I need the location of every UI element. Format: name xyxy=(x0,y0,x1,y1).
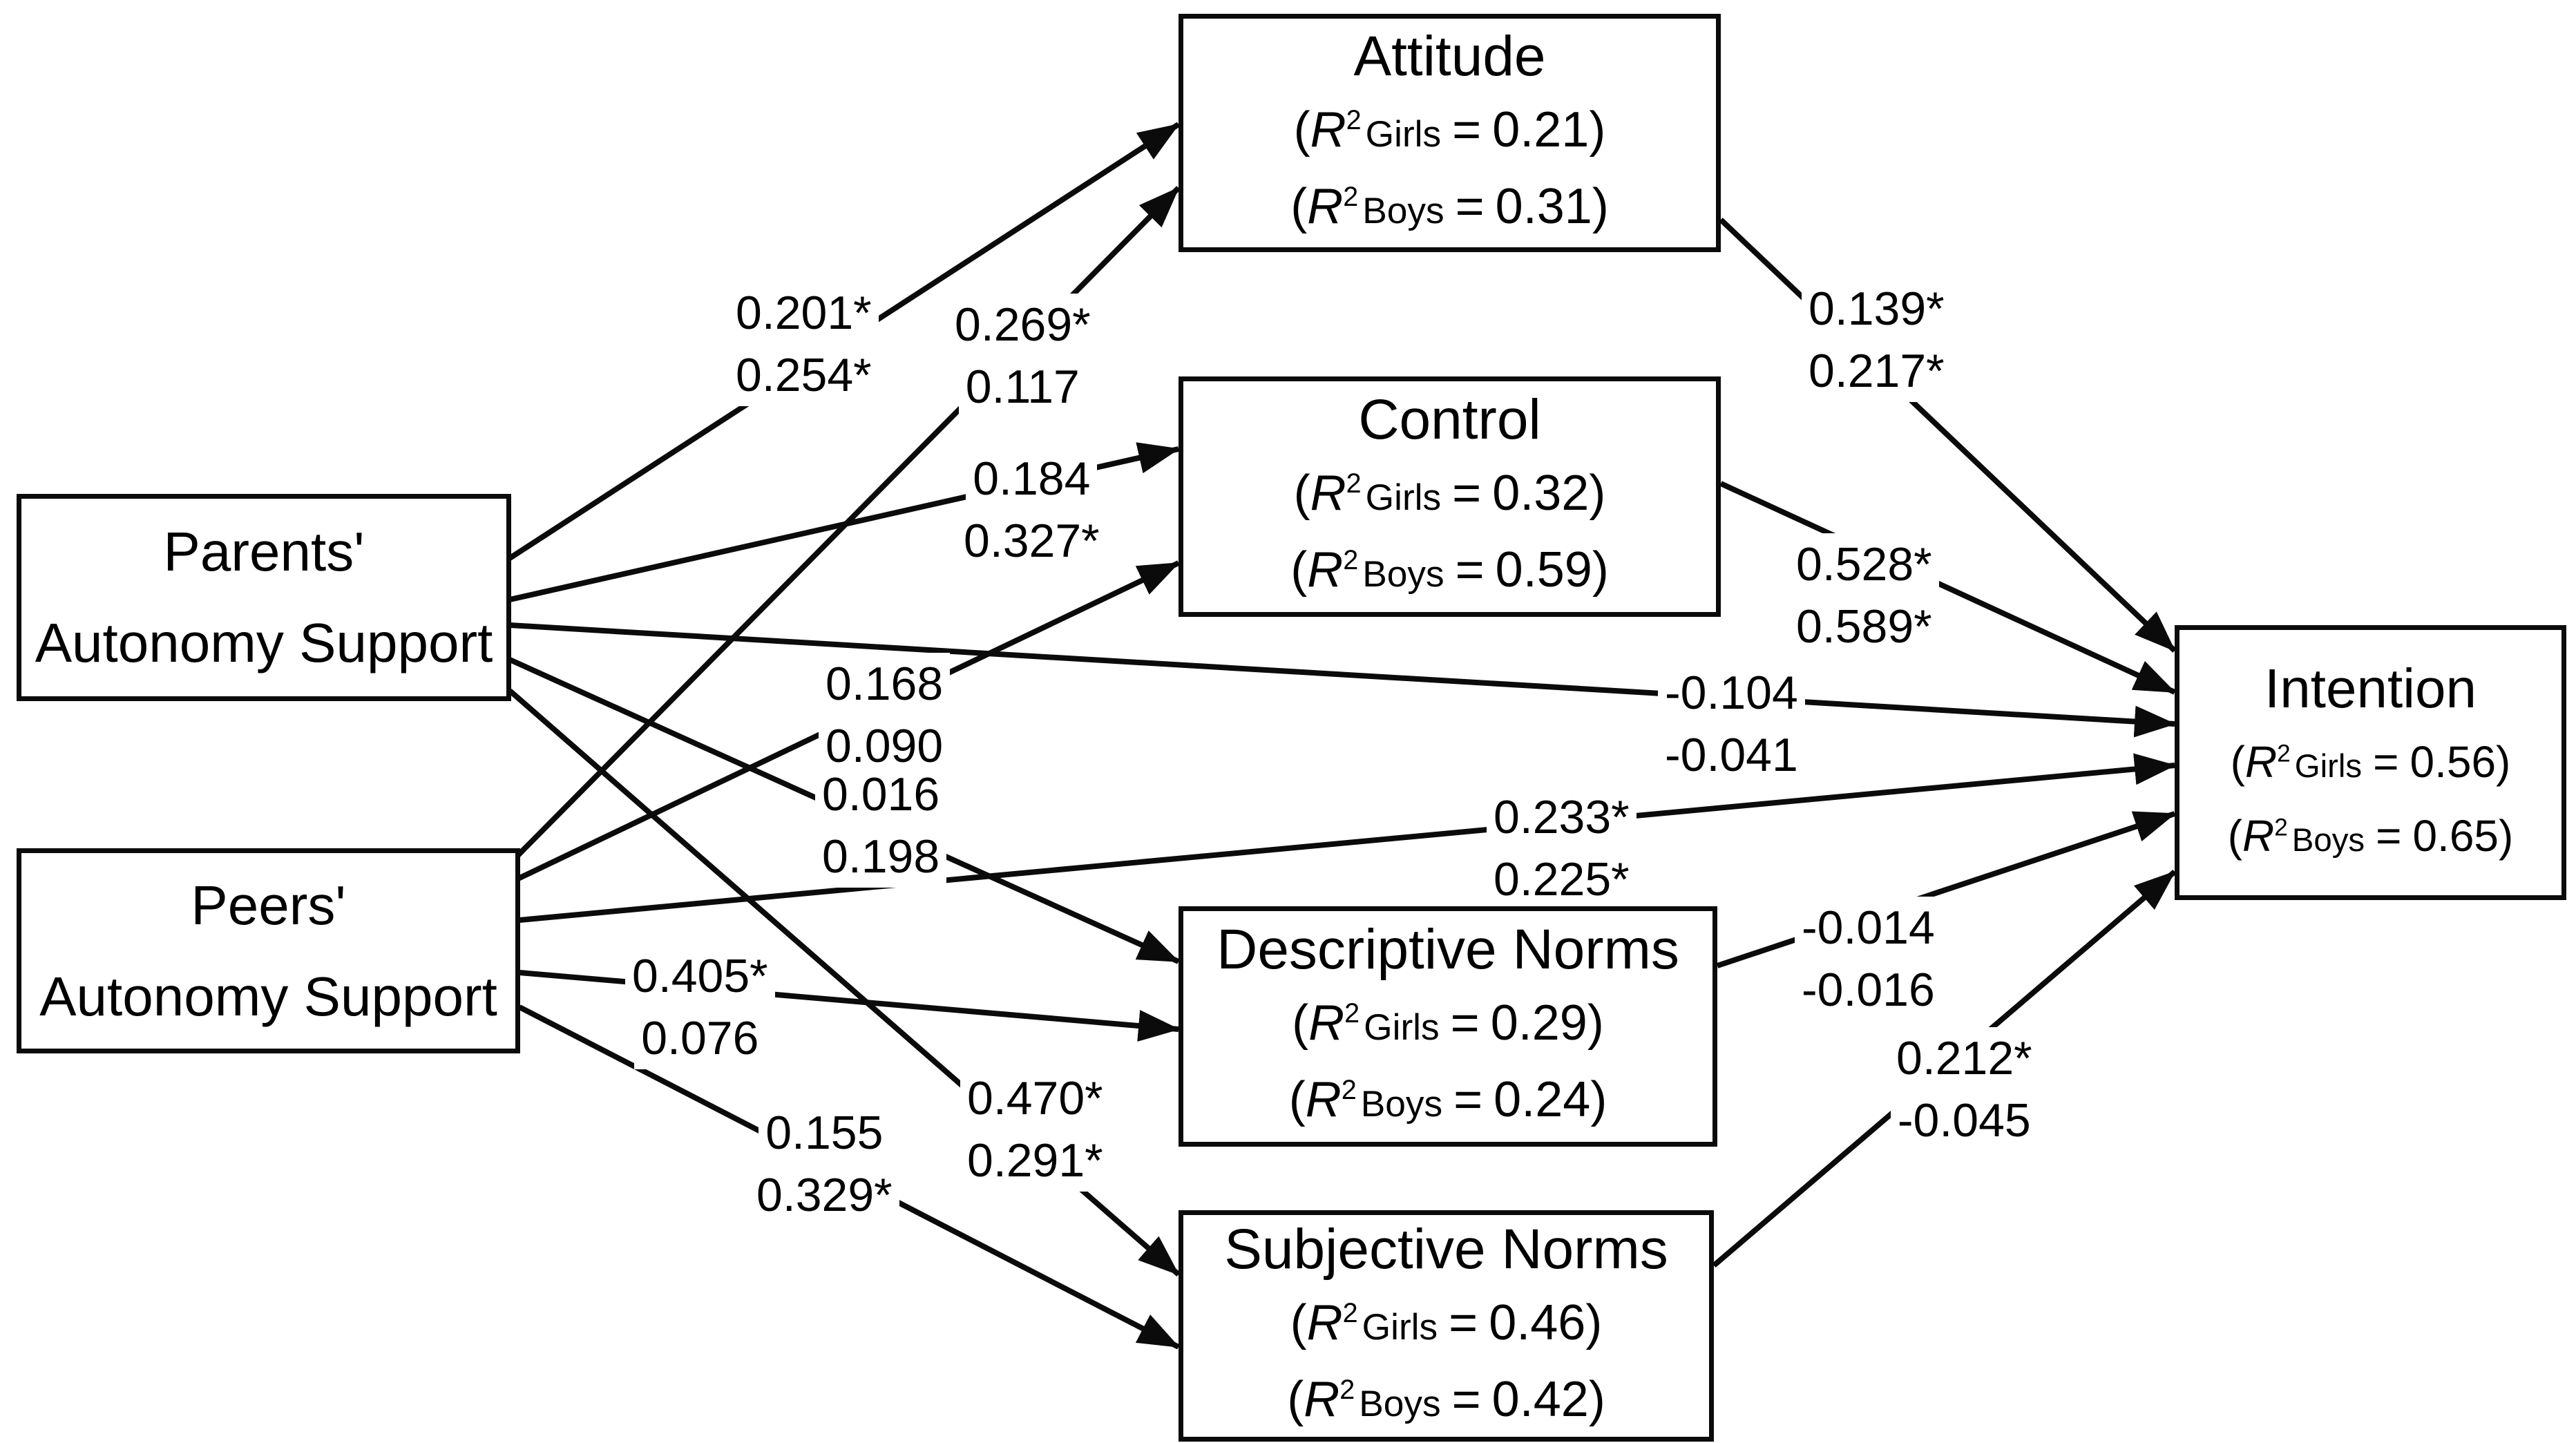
coef-boys: 0.198 xyxy=(815,825,947,888)
node-title: Intention xyxy=(2264,658,2477,719)
node-title: Peers' xyxy=(191,874,346,936)
coef-boys: 0.076 xyxy=(634,1007,766,1069)
node-title: Descriptive Norms xyxy=(1217,918,1679,981)
node-title: Attitude xyxy=(1353,24,1546,88)
coef-descriptive-intention: -0.014 -0.016 xyxy=(1795,897,1942,1021)
coef-attitude-intention: 0.139* 0.217* xyxy=(1802,278,1952,402)
coef-girls: 0.212* xyxy=(1889,1027,2039,1089)
coef-girls: 0.184 xyxy=(966,448,1098,510)
coef-boys: 0.291* xyxy=(960,1129,1110,1192)
coef-parents-subjective: 0.470* 0.291* xyxy=(960,1067,1110,1192)
coef-control-intention: 0.528* 0.589* xyxy=(1789,533,1939,658)
coef-peers-attitude: 0.269* 0.117 xyxy=(948,294,1098,418)
coef-peers-control: 0.168 0.090 xyxy=(819,653,951,777)
coef-boys: -0.016 xyxy=(1795,959,1942,1021)
node-title: Subjective Norms xyxy=(1224,1217,1668,1281)
coef-girls: 0.269* xyxy=(948,294,1098,356)
coef-boys: -0.041 xyxy=(1658,724,1805,786)
coef-parents-descriptive: 0.016 0.198 xyxy=(815,763,947,888)
coef-girls: -0.014 xyxy=(1795,897,1942,959)
coef-peers-intention: 0.233* 0.225* xyxy=(1487,786,1637,910)
coef-boys: 0.217* xyxy=(1802,340,1952,402)
coef-peers-descriptive: 0.405* 0.076 xyxy=(625,945,775,1069)
coef-boys: 0.117 xyxy=(958,356,1087,418)
coef-girls: -0.104 xyxy=(1658,662,1805,724)
coef-boys: 0.225* xyxy=(1487,848,1637,910)
coef-girls: 0.528* xyxy=(1789,533,1939,595)
coef-boys: 0.254* xyxy=(729,344,879,406)
coef-girls: 0.470* xyxy=(960,1067,1110,1129)
coef-boys: 0.327* xyxy=(957,510,1107,572)
path-attitude-intention xyxy=(1719,218,2177,653)
node-title: Control xyxy=(1358,388,1541,451)
coef-parents-control: 0.184 0.327* xyxy=(957,448,1107,572)
coef-parents-attitude: 0.201* 0.254* xyxy=(729,282,879,406)
coef-peers-subjective: 0.155 0.329* xyxy=(750,1102,899,1226)
node-title: Autonomy Support xyxy=(39,965,497,1027)
coef-girls: 0.168 xyxy=(819,653,951,715)
path-peers-descriptive xyxy=(519,970,1180,1042)
coef-subjective-intention: 0.212* -0.045 xyxy=(1889,1027,2039,1151)
coef-girls: 0.233* xyxy=(1487,786,1637,848)
node-title: Parents' xyxy=(163,521,365,582)
coef-boys: 0.329* xyxy=(750,1164,899,1226)
coef-girls: 0.155 xyxy=(759,1102,890,1164)
path-peers-intention xyxy=(519,753,2176,923)
node-peers-autonomy-support: Peers' Autonomy Support xyxy=(17,848,520,1053)
path-descriptive-intention xyxy=(1716,811,2176,968)
coef-girls: 0.016 xyxy=(815,763,947,825)
coef-girls: 0.139* xyxy=(1802,278,1952,340)
node-title: Autonomy Support xyxy=(35,612,493,673)
path-control-intention xyxy=(1719,481,2176,695)
coef-parents-intention: -0.104 -0.041 xyxy=(1658,662,1805,786)
node-parents-autonomy-support: Parents' Autonomy Support xyxy=(17,494,511,701)
coef-boys: 0.589* xyxy=(1789,595,1939,658)
coef-girls: 0.405* xyxy=(625,945,775,1007)
path-parents-intention xyxy=(509,622,2176,738)
coef-girls: 0.201* xyxy=(729,282,879,344)
coef-boys: -0.045 xyxy=(1890,1089,2038,1151)
